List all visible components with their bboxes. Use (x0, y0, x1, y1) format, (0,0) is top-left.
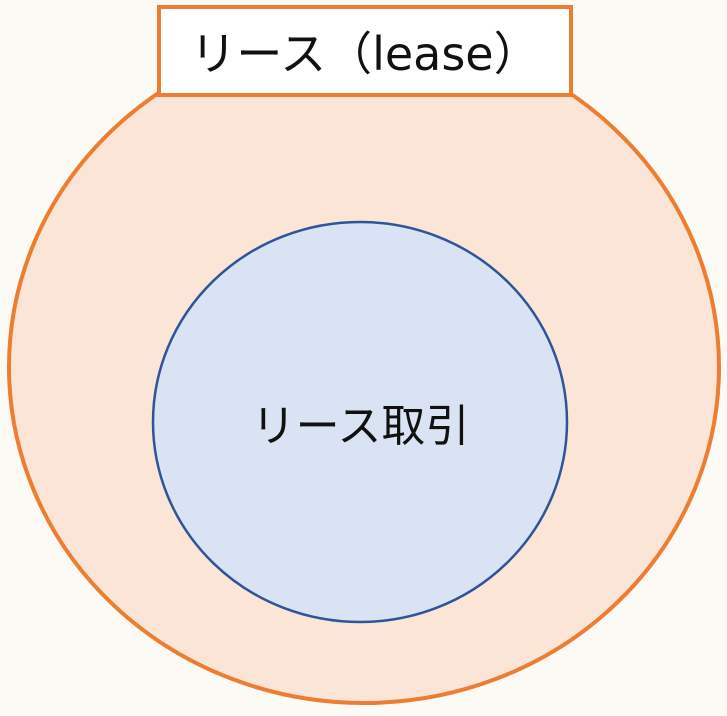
outer-label-box: リース（lease） (157, 5, 573, 97)
inner-label: リース取引 (251, 401, 470, 452)
outer-label: リース（lease） (190, 27, 540, 81)
inner-circle-lease-transaction (151, 220, 569, 624)
